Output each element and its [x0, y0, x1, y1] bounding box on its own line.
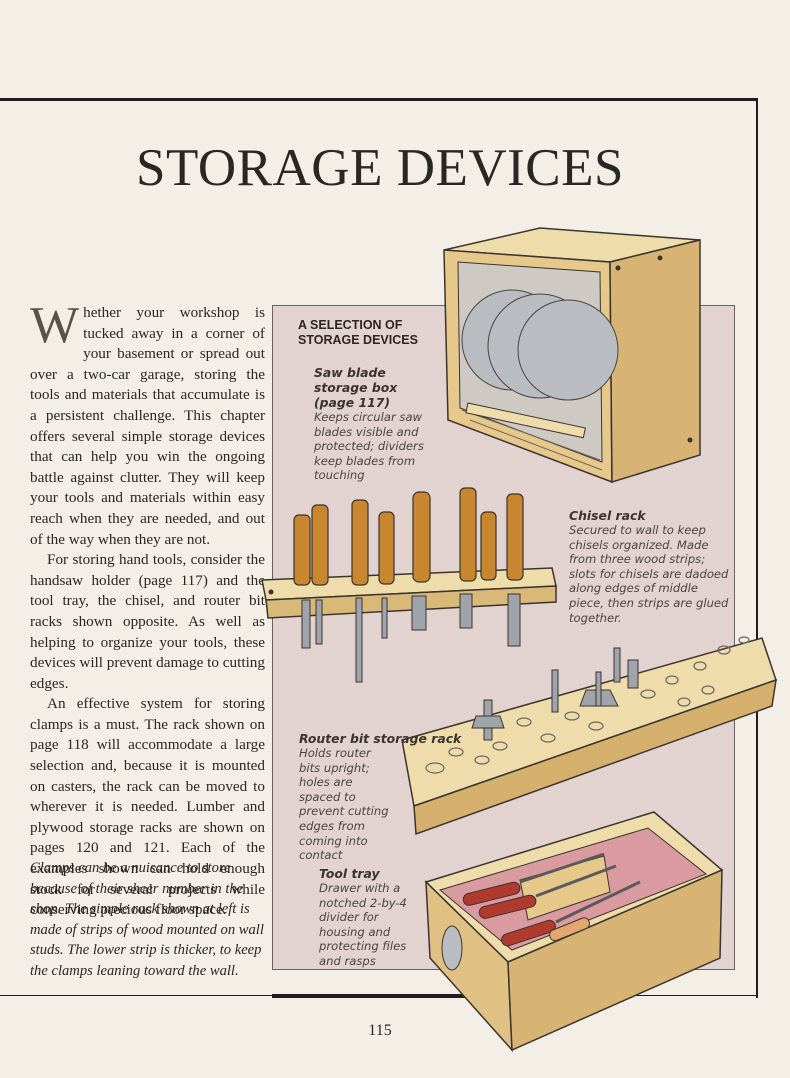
- callout-router-bit-rack-text: Holds router bits upright; holes are spa…: [299, 746, 389, 863]
- callout-router-bit-rack-title: Router bit storage rack: [299, 731, 462, 746]
- callout-saw-blade-box: Saw blade storage box (page 117) Keeps c…: [314, 365, 439, 483]
- callout-router-bit-rack: Router bit storage rack Holds router bit…: [299, 731, 462, 863]
- photo-caption: Clamps can be a nuisance to store becaus…: [30, 860, 264, 979]
- callout-saw-blade-box-title: Saw blade storage box (page 117): [314, 365, 398, 410]
- callout-chisel-rack: Chisel rack Secured to wall to keep chis…: [569, 508, 734, 625]
- drop-cap: W: [30, 297, 80, 354]
- panel-title: A SELECTION OF STORAGE DEVICES: [298, 318, 418, 347]
- body-paragraph-3: An effective system for storing clamps i…: [30, 695, 265, 919]
- callout-saw-blade-box-text: Keeps circular saw blades visible and pr…: [314, 410, 424, 483]
- callout-tool-tray-title: Tool tray: [319, 866, 380, 881]
- callout-tool-tray: Tool tray Drawer with a notched 2-by-4 d…: [319, 866, 423, 969]
- callout-chisel-rack-text: Secured to wall to keep chisels organize…: [569, 523, 729, 625]
- callout-tool-tray-text: Drawer with a notched 2-by-4 divider for…: [319, 881, 407, 968]
- top-rule: [0, 98, 758, 101]
- bottom-rule-accent: [272, 994, 472, 998]
- callout-chisel-rack-title: Chisel rack: [569, 508, 646, 523]
- page-title: STORAGE DEVICES: [136, 139, 624, 197]
- page-number: 115: [368, 1022, 392, 1039]
- right-rule: [756, 98, 758, 998]
- body-paragraph-2: For storing hand tools, consider the han…: [30, 551, 265, 692]
